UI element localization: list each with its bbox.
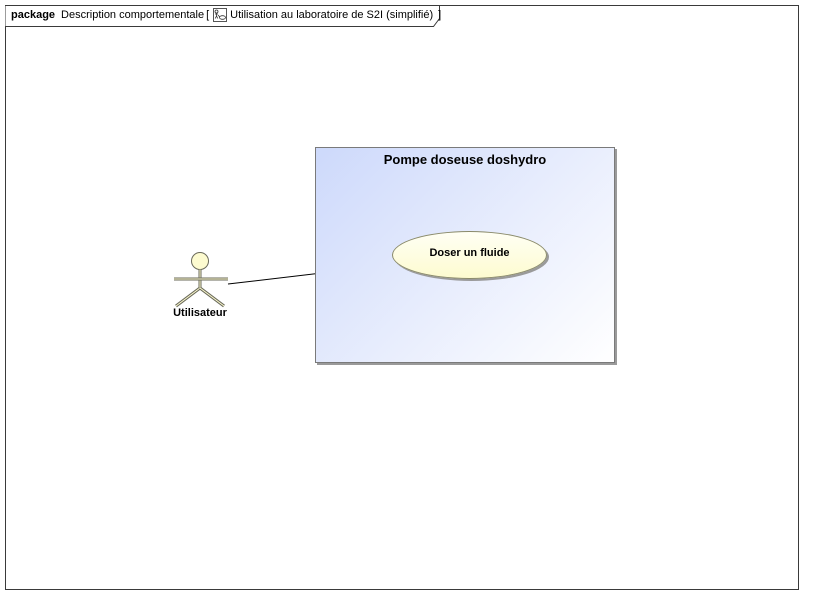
system-boundary-title: Pompe doseuse doshydro [383, 152, 547, 167]
frame-tab-content: package Description comportementale [ Ut… [11, 8, 443, 22]
frame-open-bracket: [ [206, 9, 210, 21]
frame-close-bracket: ] [438, 9, 442, 21]
use-case-label: Doser un fluide [429, 247, 510, 259]
frame-package-name: Description comportementale [61, 9, 205, 21]
frame-keyword: package [11, 9, 56, 21]
usecase-diagram-icon [213, 8, 228, 22]
use-case-ellipse[interactable]: Doser un fluide [392, 231, 547, 279]
actor-label: Utilisateur [173, 307, 227, 319]
actor-icon[interactable] [168, 250, 232, 312]
frame-diagram-name: Utilisation au laboratoire de S2I (simpl… [230, 9, 434, 21]
